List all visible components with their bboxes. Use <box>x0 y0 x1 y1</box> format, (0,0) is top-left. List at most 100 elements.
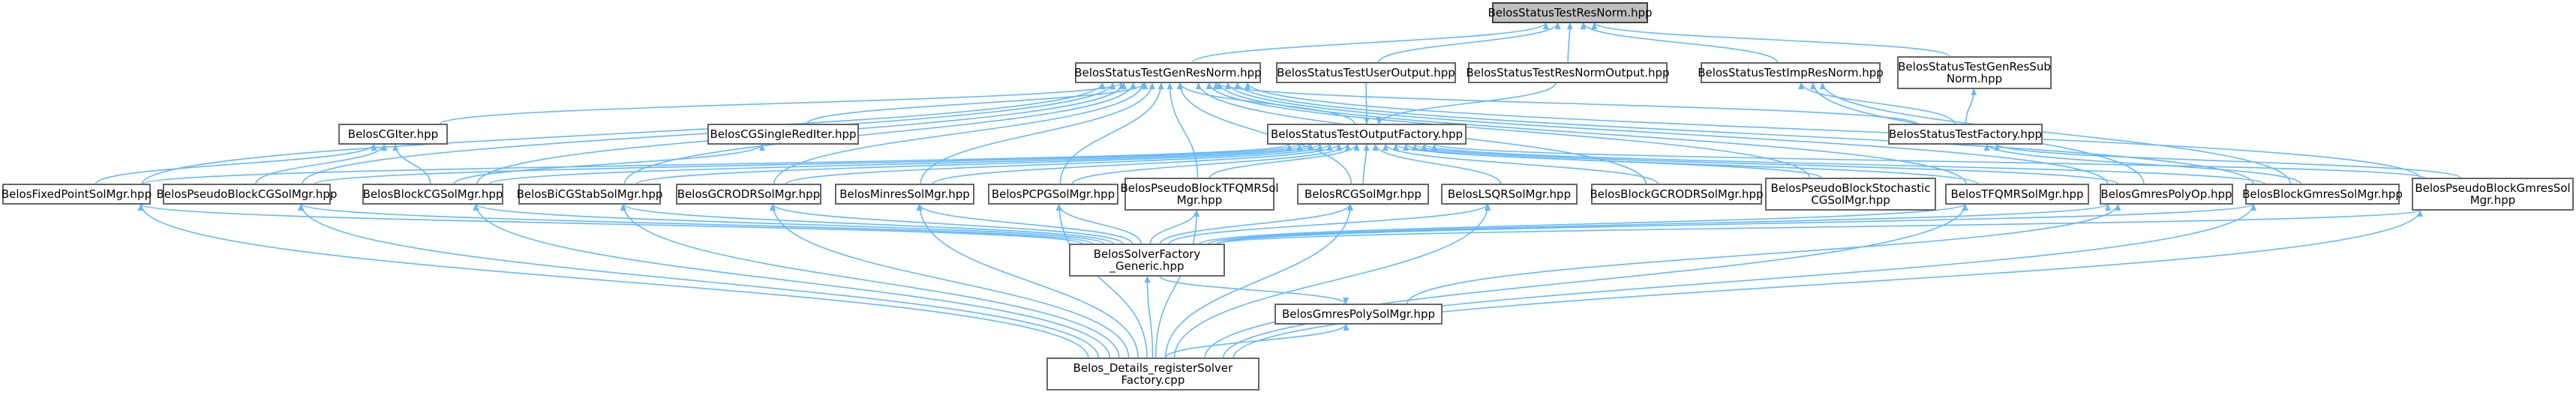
node-register-label-1: Factory.cpp <box>1121 373 1185 387</box>
edge-register-to-minres <box>916 203 1139 359</box>
edge-register-to-fixedpoint <box>138 203 1089 359</box>
node-pcpg-label-0: BelosPCPGSolMgr.hpp <box>992 187 1115 201</box>
node-bicgstab[interactable]: BelosBiCGStabSolMgr.hpp <box>517 184 663 205</box>
node-cgiter-label-0: BelosCGIter.hpp <box>348 127 438 141</box>
edge-gcrodr-to-genresnorm <box>773 82 1146 185</box>
node-resnorm-box <box>1492 2 1648 23</box>
edge-gmrespolyop-to-genresnorm <box>1225 82 2109 185</box>
edge-register-to-pcpg <box>1055 203 1148 359</box>
edge-register-to-lsqr <box>1173 203 1491 359</box>
edge-blockgmres-to-outputfactory <box>1421 143 2266 185</box>
edge-blockgmres-to-impresnorm <box>1819 82 2292 185</box>
node-testfactory-label-0: BelosStatusTestFactory.hpp <box>1889 127 2042 141</box>
node-rcg[interactable]: BelosRCGSolMgr.hpp <box>1297 184 1429 205</box>
edge-genressubnorm-to-resnorm <box>1591 22 1951 58</box>
node-fixedpoint[interactable]: BelosFixedPointSolMgr.hpp <box>2 184 152 205</box>
edge-blockcg-to-cgiter <box>392 143 431 185</box>
node-genressubnorm-label-1: Norm.hpp <box>1947 72 2002 85</box>
edge-register-to-pseudogmres <box>1232 209 2423 359</box>
node-pseudogmres-label-1: Mgr.hpp <box>2470 193 2516 207</box>
edge-solverfactory-to-lsqr <box>1168 203 1491 245</box>
node-testfactory[interactable]: BelosStatusTestFactory.hpp <box>1888 124 2043 145</box>
node-blockcg[interactable]: BelosBlockCGSolMgr.hpp <box>362 184 503 205</box>
node-pseudoblockcg-box <box>163 184 331 205</box>
edge-solverfactory-to-fixedpoint <box>138 203 1084 245</box>
node-genressubnorm-label-0: BelosStatusTestGenResSub <box>1898 60 2051 73</box>
edge-pseudotfqmr-to-outputfactory <box>1208 143 1360 179</box>
node-fixedpoint-box <box>2 184 151 205</box>
node-tfqmr[interactable]: BelosTFQMRSolMgr.hpp <box>1945 184 2089 205</box>
node-resnorm[interactable]: BelosStatusTestResNorm.hpp <box>1488 2 1653 23</box>
edge-cgiter-to-genresnorm <box>439 82 1124 125</box>
edge-register-to-pseudotfqmr <box>1154 209 1200 359</box>
node-blockgmres-label-0: BelosBlockGmresSolMgr.hpp <box>2242 187 2403 201</box>
node-pseudostoch-label-1: CGSolMgr.hpp <box>1811 193 1890 207</box>
node-lsqr[interactable]: BelosLSQRSolMgr.hpp <box>1441 184 1578 205</box>
node-outputfactory[interactable]: BelosStatusTestOutputFactory.hpp <box>1267 124 1467 145</box>
edge-blockgcrodr-to-outputfactory <box>1382 143 1659 185</box>
edge-pseudostoch-to-genresnorm <box>1205 82 1811 179</box>
edge-tfqmr-to-genresnorm <box>1216 82 1967 185</box>
node-blockgcrodr-label-0: BelosBlockGCRODRSolMgr.hpp <box>1590 187 1764 201</box>
edge-fixedpoint-to-outputfactory <box>142 143 1293 185</box>
edge-resnormoutput-to-outputfactory <box>1376 82 1557 125</box>
node-gcrodr[interactable]: BelosGCRODRSolMgr.hpp <box>676 184 821 205</box>
edge-pseudoblockcg-to-cgiter <box>254 143 388 185</box>
node-cgsingle[interactable]: BelosCGSingleRedIter.hpp <box>707 124 859 145</box>
node-outputfactory-label-0: BelosStatusTestOutputFactory.hpp <box>1271 127 1463 141</box>
edge-rcg-to-outputfactory <box>1362 143 1370 185</box>
node-testfactory-box <box>1888 124 2043 145</box>
edge-pseudogmres-to-genresnorm <box>1244 82 2421 179</box>
edge-register-to-pseudoblockcg <box>298 203 1100 359</box>
node-gmrespoly[interactable]: BelosGmresPolySolMgr.hpp <box>1274 304 1443 325</box>
node-pseudogmres-box <box>2412 178 2574 211</box>
node-pcpg[interactable]: BelosPCPGSolMgr.hpp <box>988 184 1118 205</box>
node-solverfactory[interactable]: BelosSolverFactory_Generic.hpp <box>1069 244 1225 277</box>
node-gcrodr-label-0: BelosGCRODRSolMgr.hpp <box>677 187 820 201</box>
edge-pcpg-to-genresnorm <box>1059 82 1164 185</box>
node-pseudoblockcg[interactable]: BelosPseudoBlockCGSolMgr.hpp <box>157 184 338 205</box>
node-resnormoutput[interactable]: BelosStatusTestResNormOutput.hpp <box>1466 62 1670 83</box>
node-pseudotfqmr-box <box>1124 178 1274 211</box>
edge-pseudogmres-to-testfactory <box>1994 143 2462 179</box>
edge-blockgmres-to-testfactory <box>1983 143 2302 185</box>
node-impresnorm[interactable]: BelosStatusTestImpResNorm.hpp <box>1698 62 1884 83</box>
edge-register-to-gcrodr <box>770 203 1130 359</box>
edge-testfactory-to-genressubnorm <box>1965 88 1977 125</box>
node-rcg-label-0: BelosRCGSolMgr.hpp <box>1305 187 1422 201</box>
node-pseudotfqmr-label-0: BelosPseudoBlockTFQMRSol <box>1120 181 1278 195</box>
node-genresnorm[interactable]: BelosStatusTestGenResNorm.hpp <box>1074 62 1262 83</box>
node-solverfactory-box <box>1069 244 1225 277</box>
edge-register-to-bicgstab <box>620 203 1120 359</box>
edge-register-to-blockcg <box>473 203 1111 359</box>
node-resnormoutput-label-0: BelosStatusTestResNormOutput.hpp <box>1466 66 1669 79</box>
node-rcg-box <box>1297 184 1429 205</box>
node-minres[interactable]: BelosMinresSolMgr.hpp <box>835 184 974 205</box>
node-register-label-0: Belos_Details_registerSolver <box>1073 361 1233 376</box>
node-resnorm-label-0: BelosStatusTestResNorm.hpp <box>1488 6 1652 19</box>
node-pseudostoch-box <box>1765 178 1936 211</box>
node-blockgcrodr[interactable]: BelosBlockGCRODRSolMgr.hpp <box>1590 184 1764 205</box>
node-blockgmres[interactable]: BelosBlockGmresSolMgr.hpp <box>2242 184 2403 205</box>
edge-gmrespolyop-to-outputfactory <box>1412 143 2119 185</box>
node-gmrespolyop[interactable]: BelosGmresPolyOp.hpp <box>2100 184 2233 205</box>
node-gmrespolyop-label-0: BelosGmresPolyOp.hpp <box>2100 187 2232 201</box>
node-tfqmr-box <box>1945 184 2089 205</box>
node-lsqr-label-0: BelosLSQRSolMgr.hpp <box>1448 187 1571 201</box>
nodes-layer: BelosStatusTestResNorm.hppBelosStatusTes… <box>2 2 2574 391</box>
edge-register-to-blockgmres <box>1222 203 2256 359</box>
node-useroutput[interactable]: BelosStatusTestUserOutput.hpp <box>1276 62 1456 83</box>
node-cgiter[interactable]: BelosCGIter.hpp <box>338 124 448 145</box>
node-pseudotfqmr-label-1: Mgr.hpp <box>1177 193 1223 207</box>
node-blockgmres-box <box>2245 184 2400 205</box>
node-lsqr-box <box>1441 184 1578 205</box>
node-blockcg-label-0: BelosBlockCGSolMgr.hpp <box>363 187 503 201</box>
node-genresnorm-box <box>1075 62 1261 83</box>
edge-solverfactory-to-pseudogmres <box>1216 209 2423 245</box>
edge-resnormoutput-to-resnorm <box>1566 22 1573 64</box>
